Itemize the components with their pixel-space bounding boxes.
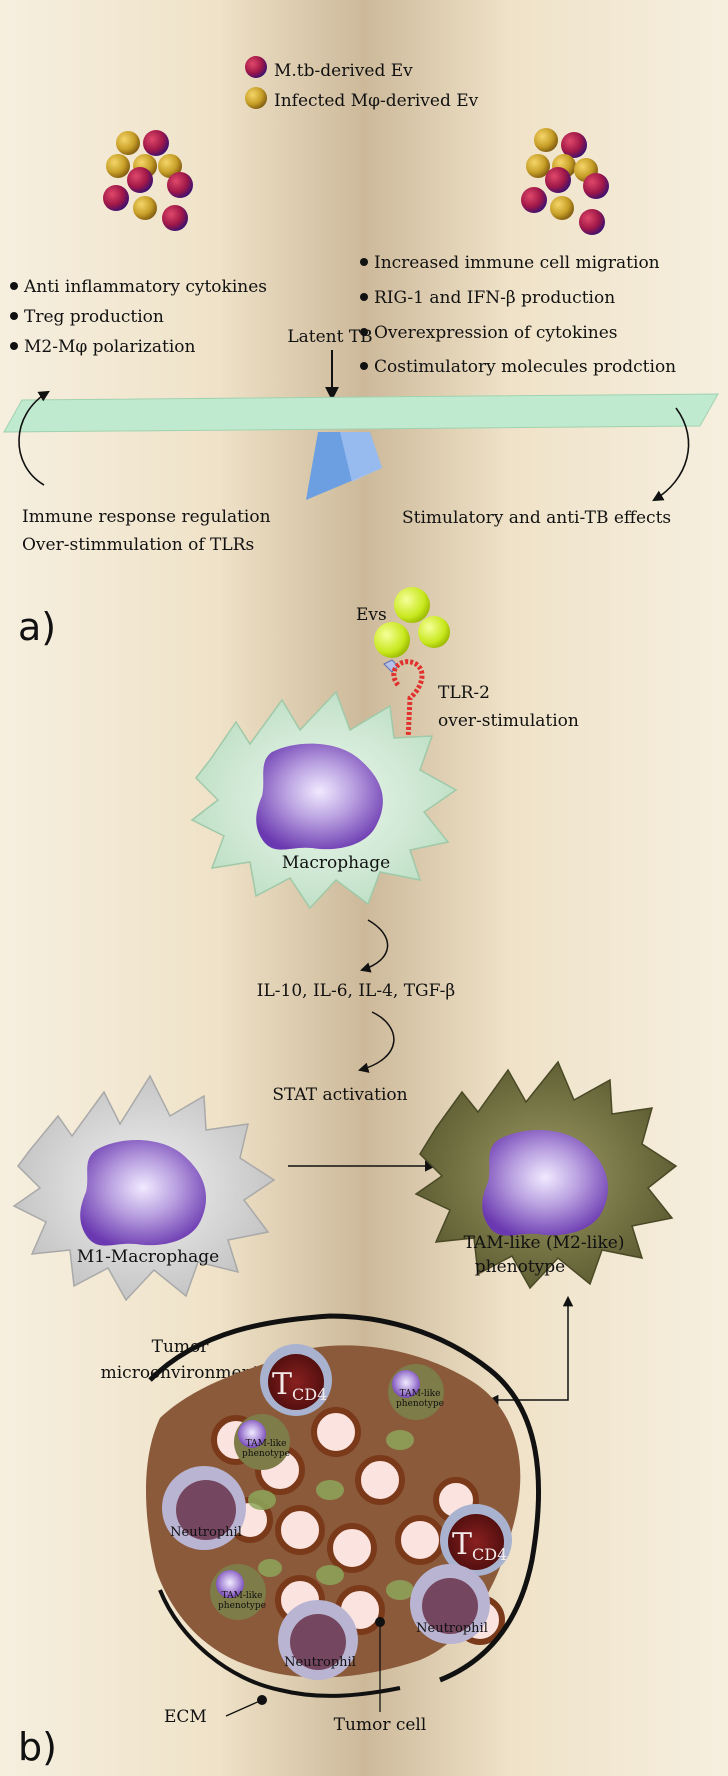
tcd4-cell — [440, 1504, 512, 1576]
macrophage-cell — [190, 690, 458, 910]
legend: M.tb-derived Ev Infected Mφ-derived Ev — [245, 56, 479, 111]
tam-small-label: TAM-like — [400, 1389, 441, 1399]
macrophage-nucleus — [256, 743, 383, 850]
stat-label: STAT activation — [272, 1085, 407, 1105]
tam-label-line2: phenotype — [475, 1257, 565, 1277]
arrow-to-stat — [357, 1011, 395, 1073]
legend-mtb-label: M.tb-derived Ev — [274, 61, 413, 81]
tcd4-main-2: T — [452, 1527, 472, 1562]
stroma — [248, 1430, 414, 1600]
right-effect-label: Stimulatory and anti-TB effects — [402, 508, 671, 528]
tlr2-receptor — [383, 659, 425, 741]
tam-small-cell — [234, 1414, 290, 1470]
left-effect-line1: Immune response regulation — [22, 507, 271, 527]
tcd4-main-1: T — [272, 1367, 292, 1402]
left-list-item: Treg production — [24, 307, 164, 327]
latent-tb-label: Latent TB — [287, 327, 372, 347]
right-curved-arrow — [652, 407, 690, 502]
infected-ev-legend-marker — [245, 87, 267, 109]
arrow-to-cytokines — [359, 919, 389, 973]
left-effect-list: Anti inflammatory cytokines Treg product… — [10, 277, 267, 357]
neutrophil-cell — [162, 1466, 246, 1550]
panel-b-label: b) — [18, 1725, 57, 1769]
legend-infected-label: Infected Mφ-derived Ev — [274, 91, 479, 111]
right-list-item: Costimulatory molecules prodction — [374, 357, 676, 377]
macrophage-label: Macrophage — [282, 853, 390, 873]
left-list-item: M2-Mφ polarization — [24, 337, 196, 357]
tcd4-cell — [260, 1344, 332, 1416]
neutrophil-cell — [410, 1564, 490, 1644]
tlr-label-line1: TLR-2 — [438, 683, 490, 703]
tumor-microenvironment: T CD4 T CD4 TAM-like phenotype TAM-like … — [146, 1313, 541, 1698]
right-list-item: RIG-1 and IFN-β production — [374, 288, 615, 308]
right-effect-list: Increased immune cell migration RIG-1 an… — [360, 253, 676, 377]
tam-small-cell — [388, 1364, 444, 1420]
ev-cluster-left — [103, 130, 193, 231]
mtb-ev-legend-marker — [245, 56, 267, 78]
m1-macrophage-cell — [12, 1074, 276, 1302]
ev-cluster-right — [521, 128, 609, 235]
tam-nucleus — [482, 1129, 608, 1236]
tam-small-cell — [210, 1564, 266, 1620]
tumor-env-line1: Tumor — [152, 1337, 210, 1357]
balance-beam — [3, 393, 719, 433]
left-effect-line2: Over-stimmulation of TLRs — [22, 535, 254, 555]
ecm-border — [148, 1313, 541, 1683]
tam-small-label: TAM-like — [222, 1591, 263, 1601]
tlr-label-line2: over-stimulation — [438, 711, 579, 731]
tam-macrophage-cell — [414, 1060, 678, 1290]
tumor-env-line2: microenvironment — [101, 1363, 260, 1383]
right-list-item: Increased immune cell migration — [374, 253, 660, 273]
ecm-label: ECM — [164, 1707, 207, 1727]
tumor-cell-label: Tumor cell — [334, 1715, 427, 1735]
tam-small-label: phenotype — [218, 1601, 266, 1611]
neutrophil-label: Neutrophil — [416, 1621, 488, 1636]
ecm-border — [158, 1589, 401, 1698]
ev-particles — [374, 587, 450, 658]
m1-nucleus — [80, 1139, 206, 1246]
tam-small-label: phenotype — [242, 1449, 290, 1459]
neutrophil-label: Neutrophil — [170, 1525, 242, 1540]
tcd4-sub-1: CD4 — [292, 1385, 327, 1404]
tcd4-sub-2: CD4 — [472, 1545, 507, 1564]
evs-label: Evs — [356, 605, 387, 625]
panel-a-label: a) — [18, 605, 56, 649]
ecm-pointer-line — [225, 1699, 263, 1717]
left-list-item: Anti inflammatory cytokines — [23, 277, 267, 297]
neutrophil-cell — [278, 1600, 358, 1680]
tam-small-label: phenotype — [396, 1399, 444, 1409]
left-curved-arrow — [18, 390, 50, 486]
right-list-item: Overexpression of cytokines — [374, 323, 618, 343]
tam-small-label: TAM-like — [246, 1439, 287, 1449]
m1-label: M1-Macrophage — [77, 1247, 219, 1267]
cytokines-label: IL-10, IL-6, IL-4, TGF-β — [257, 981, 455, 1001]
neutrophil-label: Neutrophil — [284, 1655, 356, 1670]
tam-label-line1: TAM-like (M2-like) — [464, 1233, 625, 1253]
